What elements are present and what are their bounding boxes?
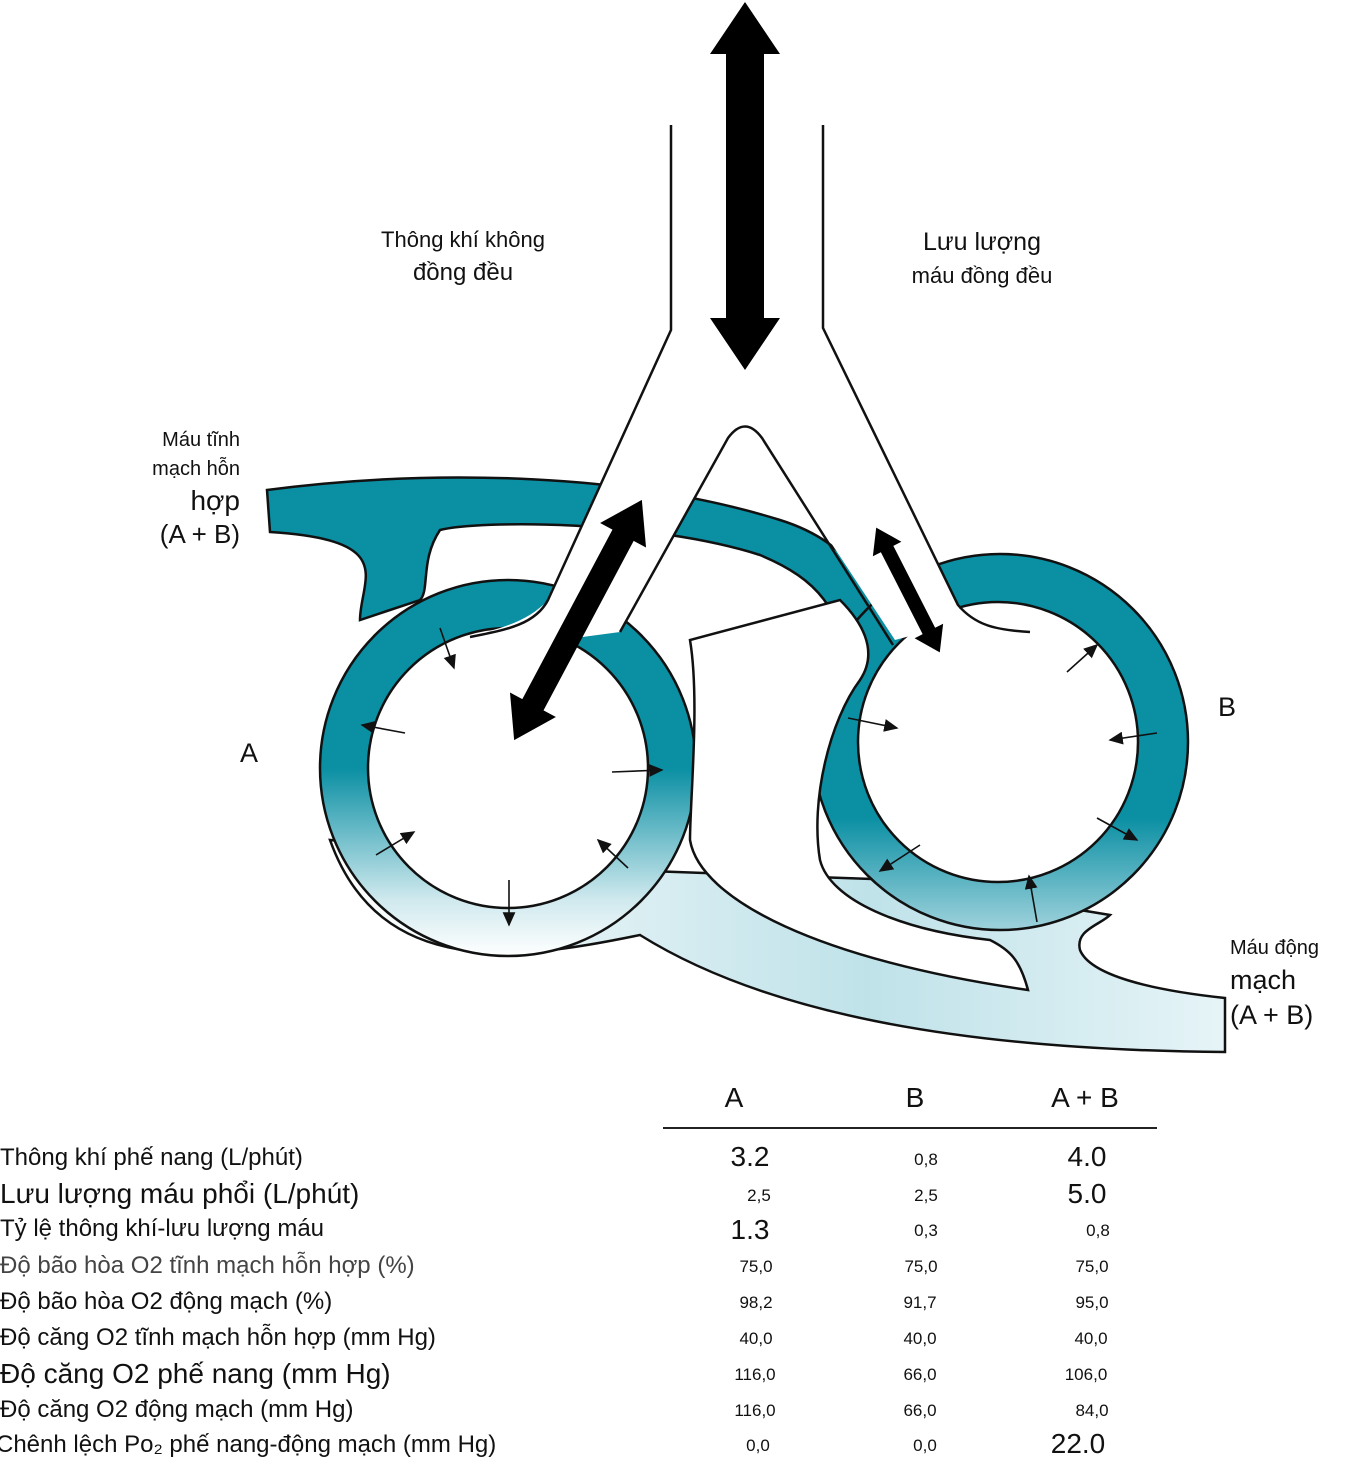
cell-a: 0,0 [746, 1436, 770, 1455]
label-line: mạch hỗn [152, 458, 240, 480]
cell-b: 40,0 [903, 1329, 937, 1348]
table-row: Tỷ lệ thông khí-lưu lượng máu 1.3 0,3 0,… [0, 1214, 1348, 1251]
label-line: (A + B) [159, 518, 240, 549]
row-label: Độ căng O2 phế nang (mm Hg) [0, 1358, 391, 1389]
label-line: (A + B) [1230, 1000, 1314, 1031]
label-line: Lưu lượng [923, 228, 1041, 256]
cell-a: 116,0 [734, 1365, 776, 1384]
cell-a-plus-b: 4.0 [1067, 1141, 1107, 1172]
airway-walls [469, 125, 1031, 646]
alveolus-b [856, 600, 1140, 884]
cell-b: 66,0 [903, 1365, 937, 1384]
label-line: đồng đều [412, 258, 514, 286]
row-label: Độ bão hòa O2 động mạch (%) [0, 1288, 333, 1315]
ventilation-perfusion-diagram [265, 2, 1227, 1054]
row-label: Độ căng O2 tĩnh mạch hỗn hợp (mm Hg) [0, 1324, 436, 1351]
cell-a-plus-b: 106,0 [1064, 1365, 1108, 1384]
table-row: Độ bão hòa O2 tĩnh mạch hỗn hợp (%) 75,0… [0, 1252, 1348, 1288]
table-row: Độ căng O2 tĩnh mạch hỗn hợp (mm Hg) 40,… [0, 1324, 1348, 1360]
cell-a: 98,2 [739, 1293, 773, 1312]
label-line: mạch [1230, 965, 1297, 995]
cell-a: 40,0 [739, 1329, 773, 1348]
alveolus-b-label: B [1218, 692, 1237, 722]
ventilation-arrow-a [509, 499, 647, 741]
cell-a: 2,5 [747, 1186, 771, 1205]
cell-b: 91,7 [903, 1293, 937, 1312]
row-label: Chênh lệch Po₂ phế nang-động mạch (mm Hg… [0, 1431, 497, 1458]
cell-a: 1.3 [730, 1214, 770, 1245]
alveolus-a-label: A [240, 738, 259, 768]
row-label: Tỷ lệ thông khí-lưu lượng máu [0, 1215, 325, 1242]
row-label: Độ căng O2 động mạch (mm Hg) [0, 1396, 354, 1423]
cell-a: 3.2 [730, 1141, 770, 1172]
column-header-a: A [724, 1082, 744, 1113]
cell-b: 66,0 [903, 1401, 937, 1420]
cell-b: 2,5 [914, 1186, 938, 1205]
even-blood-flow-label: Lưu lượng máu đồng đều [890, 224, 1074, 292]
cell-a-plus-b: 95,0 [1075, 1293, 1109, 1312]
row-label: Lưu lượng máu phổi (L/phút) [0, 1178, 360, 1209]
septum [688, 598, 1030, 992]
cell-a-plus-b: 22.0 [1050, 1428, 1106, 1459]
cell-a-plus-b: 40,0 [1074, 1329, 1108, 1348]
cell-b: 75,0 [904, 1257, 938, 1276]
column-header-b: B [905, 1082, 925, 1113]
mixed-venous-label: Máu tĩnh mạch hỗn hợp (A + B) [100, 426, 240, 551]
ventilation-arrow-b [872, 527, 944, 653]
table-row: Độ bão hòa O2 động mạch (%) 98,2 91,7 95… [0, 1288, 1348, 1324]
header-rule [663, 1127, 1157, 1129]
column-header-a-plus-b: A + B [1051, 1082, 1119, 1113]
cell-a: 75,0 [739, 1257, 773, 1276]
table-row: Thông khí phế nang (L/phút) 3.2 0,8 4.0 [0, 1141, 1348, 1180]
cell-b: 0,3 [914, 1221, 938, 1240]
uneven-ventilation-label: Thông khí không đồng đều [372, 224, 554, 291]
cell-a-plus-b: 75,0 [1075, 1257, 1109, 1276]
label-line: Máu tĩnh [162, 429, 240, 451]
cell-a-plus-b: 0,8 [1086, 1221, 1110, 1240]
table-row: Độ căng O2 động mạch (mm Hg) 116,0 66,0 … [0, 1396, 1348, 1432]
gas-exchange-arrows [360, 627, 1158, 927]
label-line: máu đồng đều [911, 263, 1053, 289]
arterial-label: Máu động mạch (A + B) [1230, 934, 1319, 1033]
label-line: Máu động [1230, 937, 1319, 959]
row-label: Độ bão hòa O2 tĩnh mạch hỗn hợp (%) [0, 1252, 415, 1279]
row-label: Thông khí phế nang (L/phút) [0, 1144, 303, 1171]
cell-a-plus-b: 5.0 [1067, 1178, 1107, 1209]
cell-a: 116,0 [734, 1401, 776, 1420]
ventilation-arrow-main [710, 2, 780, 370]
label-line: hợp [190, 485, 240, 516]
cell-b: 0,0 [913, 1436, 937, 1455]
alveolus-a [366, 626, 650, 910]
table-row: Lưu lượng máu phổi (L/phút) 2,5 2,5 5.0 [0, 1178, 1348, 1214]
cell-a-plus-b: 84,0 [1075, 1401, 1109, 1420]
label-line: Thông khí không [381, 227, 545, 252]
table-row: Độ căng O2 phế nang (mm Hg) 116,0 66,0 1… [0, 1358, 1348, 1394]
airway [470, 125, 1000, 640]
table-row: Chênh lệch Po₂ phế nang-động mạch (mm Hg… [0, 1428, 1348, 1467]
cell-b: 0,8 [914, 1150, 938, 1169]
